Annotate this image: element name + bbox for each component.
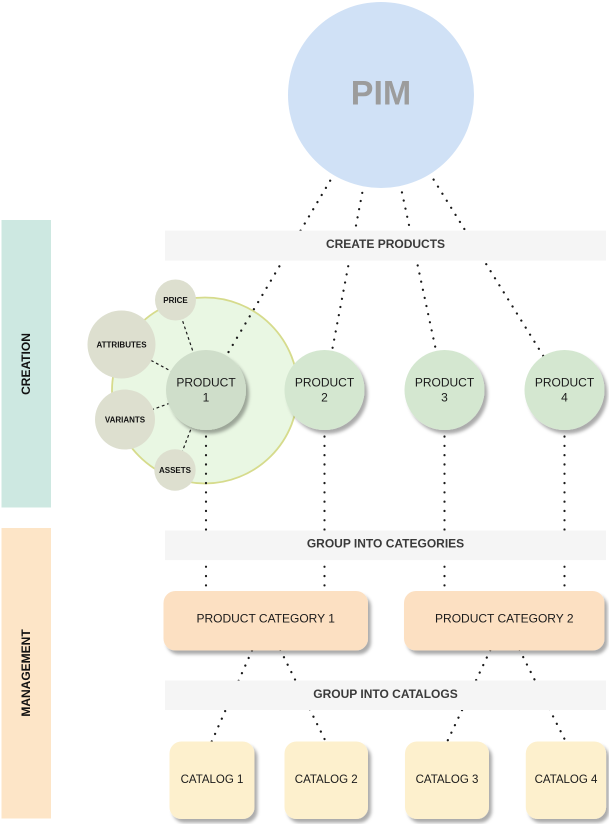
svg-text:VARIANTS: VARIANTS	[105, 416, 146, 425]
svg-text:GROUP INTO CATEGORIES: GROUP INTO CATEGORIES	[307, 536, 464, 550]
svg-text:CATALOG 3: CATALOG 3	[416, 774, 479, 786]
svg-text:PRODUCT: PRODUCT	[535, 376, 595, 390]
svg-text:3: 3	[441, 391, 448, 405]
svg-text:CATALOG 2: CATALOG 2	[295, 774, 358, 786]
svg-text:PRODUCT CATEGORY 1: PRODUCT CATEGORY 1	[196, 611, 335, 625]
svg-text:PRODUCT: PRODUCT	[415, 376, 475, 390]
svg-text:PRODUCT: PRODUCT	[295, 376, 355, 390]
svg-text:ATTRIBUTES: ATTRIBUTES	[96, 341, 147, 350]
svg-text:CATALOG 4: CATALOG 4	[535, 774, 598, 786]
svg-text:CREATION: CREATION	[19, 333, 33, 395]
svg-text:PRICE: PRICE	[163, 296, 188, 305]
svg-text:PIM: PIM	[351, 75, 411, 113]
svg-text:CREATE PRODUCTS: CREATE PRODUCTS	[326, 237, 445, 251]
svg-text:1: 1	[203, 391, 210, 405]
svg-text:ASSETS: ASSETS	[159, 466, 192, 475]
svg-text:MANAGEMENT: MANAGEMENT	[19, 629, 33, 717]
svg-text:2: 2	[321, 391, 328, 405]
svg-text:CATALOG 1: CATALOG 1	[181, 774, 244, 786]
svg-text:PRODUCT CATEGORY 2: PRODUCT CATEGORY 2	[435, 611, 574, 625]
svg-text:4: 4	[561, 391, 568, 405]
svg-text:PRODUCT: PRODUCT	[176, 376, 236, 390]
svg-text:GROUP INTO CATALOGS: GROUP INTO CATALOGS	[313, 687, 457, 701]
